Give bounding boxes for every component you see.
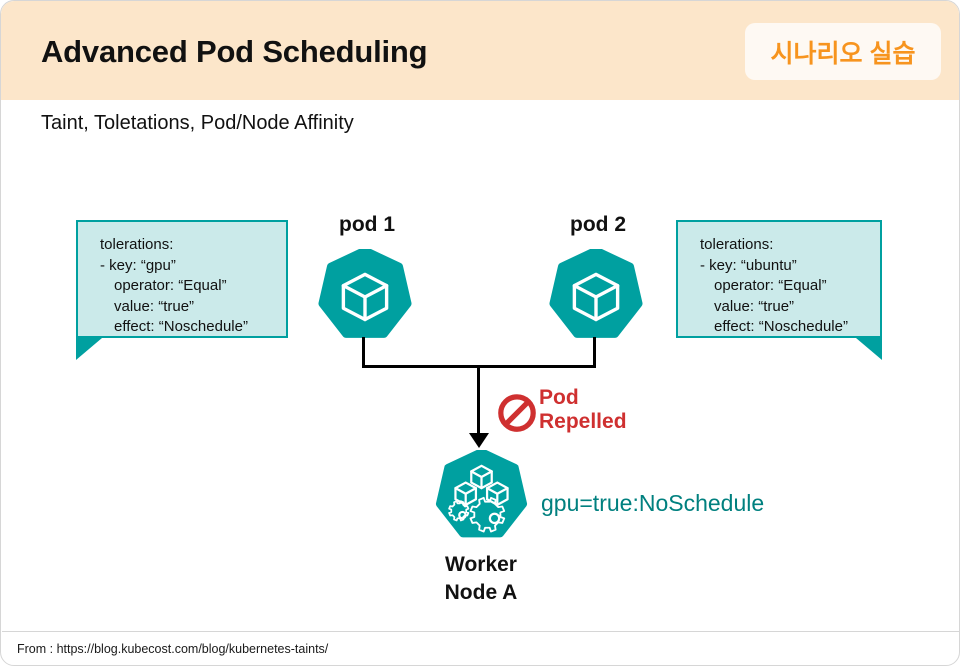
pod-repelled-line1: Pod [539,386,579,409]
callout-line: - key: “gpu” [100,256,176,274]
callout-line: tolerations: [700,236,774,253]
callout-line: value: “true” [114,297,195,315]
connector-to-node [477,365,480,437]
slide-header: Advanced Pod Scheduling 시나리오 실습 [1,1,959,100]
connector-pod2-vertical [593,337,596,368]
pod-2-label: pod 2 [570,213,626,236]
toleration-callout-right: tolerations: - key: “ubuntu” operator: “… [676,220,882,338]
worker-node-icon-group [435,448,528,548]
connector-arrowhead-icon [469,433,489,448]
scenario-badge: 시나리오 실습 [745,23,941,80]
callout-line: - key: “ubuntu” [700,256,797,274]
callout-line: value: “true” [714,297,795,315]
scenario-badge-label: 시나리오 실습 [770,39,916,68]
footer-divider [2,631,959,632]
worker-node-label-line2: Node A [444,581,518,604]
subtitle: Taint, Toletations, Pod/Node Affinity [41,112,354,134]
worker-node-label-line1: Worker [445,553,517,576]
page-title: Advanced Pod Scheduling [41,34,428,69]
pod-1-icon-group [318,246,412,348]
pod-repelled-line2: Repelled [539,410,627,433]
cube-icon [549,246,643,338]
cubes-gears-icon [435,448,528,538]
callout-tail-right [856,338,882,360]
callout-line: effect: “Noschedule” [714,318,848,335]
connector-pod1-vertical [362,337,365,368]
callout-line: effect: “Noschedule” [114,318,248,335]
pod-2-icon-group [549,246,643,348]
node-taint-label: gpu=true:NoSchedule [541,490,765,516]
pod-repelled-label: Pod Repelled [539,386,627,434]
callout-line: operator: “Equal” [714,277,827,294]
cube-icon [318,246,412,338]
worker-node-label: Worker Node A [411,551,551,607]
footer-source: From : https://blog.kubecost.com/blog/ku… [17,642,329,656]
no-entry-icon [496,392,538,439]
pod-1-label: pod 1 [339,213,395,236]
callout-line: tolerations: [100,236,174,253]
toleration-callout-left: tolerations: - key: “gpu” operator: “Equ… [76,220,288,338]
callout-tail-left [76,338,102,360]
callout-line: operator: “Equal” [114,277,227,294]
